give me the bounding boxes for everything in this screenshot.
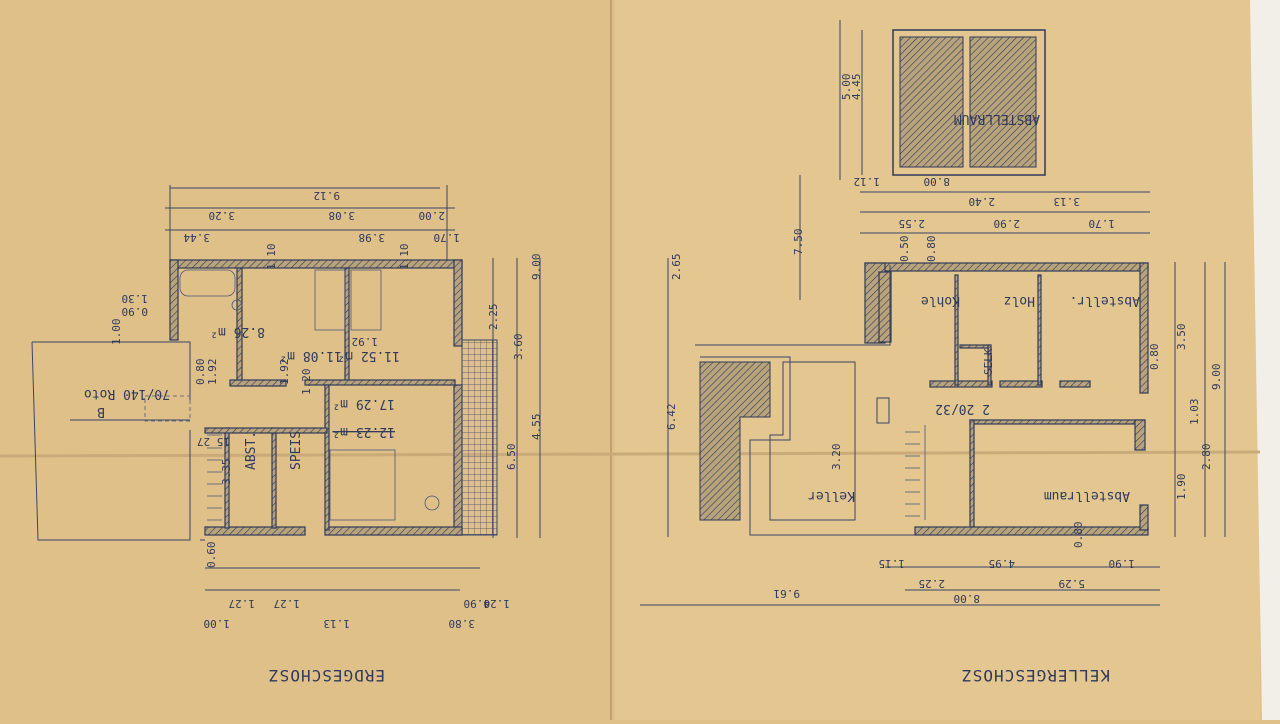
dim-label: 2.25 — [919, 577, 946, 590]
room-label-speis: SPEIS — [289, 431, 304, 470]
dim-label: 3.20 — [830, 444, 843, 471]
window-note: 70/140 Roto — [84, 386, 170, 401]
ground-floor-plan — [31, 185, 541, 591]
stair-label: 15 27 — [197, 435, 230, 448]
b-label: B — [97, 404, 105, 419]
dim-label: 1.27 — [229, 597, 256, 610]
dim-label: 9.00 — [1210, 364, 1223, 391]
dim-label: 2.40 — [969, 195, 996, 208]
dim-label: 0.80 — [1072, 522, 1085, 549]
dim-label: 4.95 — [989, 557, 1016, 570]
basement-plan — [640, 20, 1226, 606]
room-area-struck: 12.23 m² — [332, 424, 395, 439]
dim-label: 3.08 — [329, 209, 356, 222]
dim-label: 3.98 — [359, 231, 386, 244]
stair-label: 2 20/32 — [935, 401, 990, 416]
dim-label: 3.44 — [183, 231, 210, 244]
dim-label: 7.50 — [792, 229, 805, 256]
ground-floor-labels: ERDGESCHOSZ 9.12 2.00 3.08 3.20 3.98 3.4… — [84, 189, 543, 685]
dim-label: 1.70 — [434, 231, 461, 244]
dim-label: 1.03 — [1188, 399, 1201, 426]
dim-label: 1.15 — [879, 557, 906, 570]
fill-hatch — [699, 361, 771, 521]
dim-label: 2.90 — [994, 217, 1021, 230]
dim-label: 9.12 — [314, 189, 341, 202]
dim-label: 8.00 — [954, 592, 981, 605]
room-area-bath: 8.26 m² — [210, 324, 265, 339]
dim-label: 3.50 — [1175, 324, 1188, 351]
horizontal-fold — [0, 450, 1261, 458]
dim-label: 2.80 — [1200, 444, 1213, 471]
dim-label: 5.00 — [840, 74, 853, 101]
dim-label: 1.90 — [1109, 557, 1136, 570]
dim-label: 9.00 — [530, 254, 543, 281]
page-edge — [1250, 0, 1280, 720]
basement-labels: KELLERGESCHOSZ ABSTELLRAUM Kohle Holz Ab… — [665, 74, 1223, 686]
dim-label: 1.20 — [484, 597, 511, 610]
dim-label: 1.10 — [398, 244, 411, 271]
dim-label: 1.00 — [110, 319, 123, 346]
room-area-right: 11.52 m² — [337, 348, 400, 363]
dim-label: 4.55 — [530, 414, 543, 441]
dim-label: 1.27 — [274, 597, 301, 610]
room-label-abst: ABST. — [244, 431, 259, 470]
selk-label: SELK — [982, 348, 995, 375]
dim-label: 2.00 — [419, 209, 446, 222]
dim-label: 1.13 — [324, 617, 351, 630]
dim-label: 0.80 — [925, 236, 938, 263]
dim-label: 1.00 — [204, 617, 231, 630]
dim-label: 9.61 — [774, 587, 801, 600]
dim-label: 6.50 — [505, 444, 518, 471]
dim-label: 0.80 — [1148, 344, 1161, 371]
dim-label: 5.29 — [1059, 577, 1086, 590]
dim-label: 0.50 — [898, 236, 911, 263]
dim-label: 1.70 — [1089, 217, 1116, 230]
room-label-holz: Holz — [1004, 293, 1035, 308]
dim-label: 0.80 — [194, 359, 207, 386]
dim-label: 1.20 — [300, 369, 313, 396]
balcony-grid — [461, 339, 498, 536]
ground-floor-title: ERDGESCHOSZ — [268, 666, 385, 685]
dim-label: 2.25 — [487, 304, 500, 331]
room-label-storage-top: ABSTELLRAUM — [954, 111, 1040, 126]
room-label-abstellraum: Abstellraum — [1044, 488, 1130, 503]
dim-label: 4.45 — [850, 74, 863, 101]
room-label-keller: Keller — [808, 488, 855, 503]
dim-label: 3.80 — [449, 617, 476, 630]
room-area-living: 17.29 m² — [332, 396, 395, 411]
dim-label: 1.92 — [278, 359, 291, 386]
dim-label: 3.13 — [1054, 195, 1081, 208]
dim-label: 1.10 — [265, 244, 278, 271]
dim-label: 0.90 — [122, 305, 149, 318]
room-label-abstellr: Abstellr. — [1070, 293, 1140, 308]
dim-label: 3.20 — [209, 209, 236, 222]
room-label-kohle: Kohle — [921, 293, 960, 308]
dim-label: 1.92 — [352, 335, 379, 348]
dim-label: 6.42 — [665, 404, 678, 431]
dim-label: 0.60 — [205, 542, 218, 569]
basement-title: KELLERGESCHOSZ — [961, 666, 1110, 685]
dim-label: 1.90 — [1175, 474, 1188, 501]
dim-label: 1.92 — [206, 359, 219, 386]
room-area-middle: 11.08 m² — [279, 348, 342, 363]
dim-label: 1.12 — [854, 175, 881, 188]
dim-label: 3.60 — [512, 334, 525, 361]
dim-label: 2.65 — [670, 254, 683, 281]
dim-label: 1.30 — [122, 292, 149, 305]
dim-label: 3.35 — [220, 459, 233, 486]
dim-label: 4.90 — [464, 597, 491, 610]
dim-label: 8.00 — [924, 175, 951, 188]
dim-label: 2.55 — [899, 217, 926, 230]
